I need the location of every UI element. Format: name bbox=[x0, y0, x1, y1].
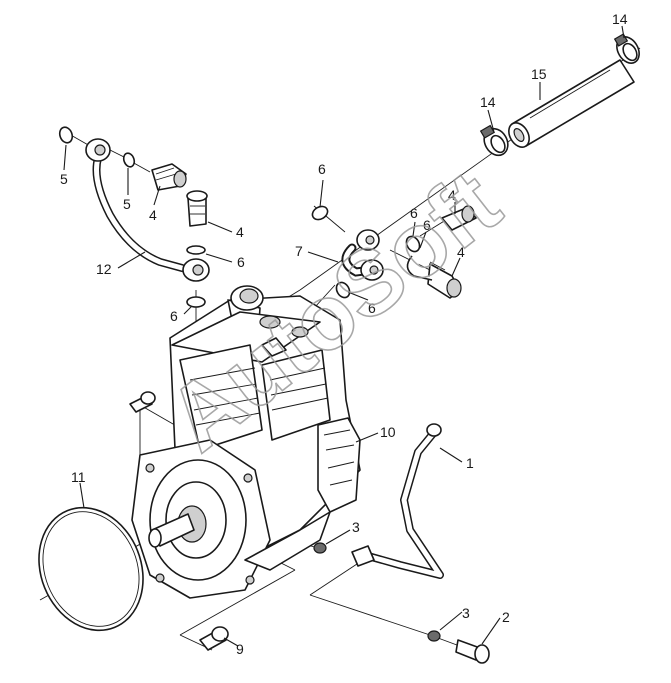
union-pipe-part-7 bbox=[341, 229, 384, 281]
oil-pipe-part-1 bbox=[351, 423, 444, 579]
banjo-bolt-part-4-right-upper bbox=[441, 205, 477, 231]
callout-6-right-b: 6 bbox=[423, 217, 431, 233]
hose-clamp-upper bbox=[613, 33, 640, 64]
callout-4-right-lower: 4 bbox=[457, 244, 465, 260]
washer-part-6-mid bbox=[335, 281, 351, 299]
washer-part-5-right bbox=[122, 152, 136, 168]
callout-1: 1 bbox=[466, 455, 474, 471]
callout-11: 11 bbox=[71, 469, 86, 485]
washer-part-3-upper bbox=[313, 542, 327, 554]
hose-clamp-lower bbox=[479, 124, 509, 157]
washer-part-6-upper-left bbox=[186, 245, 206, 255]
callout-3-lower: 3 bbox=[462, 605, 470, 621]
o-ring-part-11 bbox=[38, 506, 144, 632]
washer-part-6-right bbox=[405, 235, 421, 253]
callout-15: 15 bbox=[531, 66, 547, 82]
callout-3-upper: 3 bbox=[352, 519, 360, 535]
callout-4-vertical: 4 bbox=[236, 224, 244, 240]
banjo-bolt-part-4-vertical bbox=[186, 190, 208, 227]
callout-6-right-a: 6 bbox=[410, 205, 418, 221]
callout-labels: 1 2 3 3 4 4 4 4 5 5 6 6 6 6 6 6 7 9 10 1… bbox=[60, 11, 628, 657]
callout-5-left: 5 bbox=[60, 171, 68, 187]
washer-part-6-lower-left bbox=[186, 296, 206, 308]
banjo-bolt-part-4-upper bbox=[151, 163, 187, 191]
callout-6-mid: 6 bbox=[368, 300, 376, 316]
bolt-part-2 bbox=[455, 639, 490, 664]
hose-part-15 bbox=[508, 59, 635, 148]
bolt-part-9 bbox=[199, 626, 229, 651]
callout-5-right: 5 bbox=[123, 196, 131, 212]
compressor-body bbox=[131, 285, 361, 599]
callout-4-right-upper: 4 bbox=[448, 187, 456, 203]
callout-10: 10 bbox=[380, 424, 396, 440]
oil-pipe-part-12 bbox=[85, 138, 210, 282]
callout-6-left-upper: 6 bbox=[237, 254, 245, 270]
callout-12: 12 bbox=[96, 261, 112, 277]
banjo-bolt-part-4-right-lower bbox=[406, 255, 462, 299]
washer-part-5-left bbox=[58, 126, 74, 144]
mounting-bolt-upper-left bbox=[129, 391, 156, 413]
callout-14-lower: 14 bbox=[480, 94, 496, 110]
callout-6-top: 6 bbox=[318, 161, 326, 177]
callout-6-left-lower: 6 bbox=[170, 308, 178, 324]
leader-lines bbox=[63, 25, 625, 647]
callout-9: 9 bbox=[236, 641, 244, 657]
callout-4-upper-left: 4 bbox=[149, 207, 157, 223]
washer-part-6-top bbox=[311, 205, 329, 221]
callout-2: 2 bbox=[502, 609, 510, 625]
callout-14-upper: 14 bbox=[612, 11, 628, 27]
callout-7: 7 bbox=[295, 243, 303, 259]
washer-part-3-lower bbox=[427, 630, 441, 642]
